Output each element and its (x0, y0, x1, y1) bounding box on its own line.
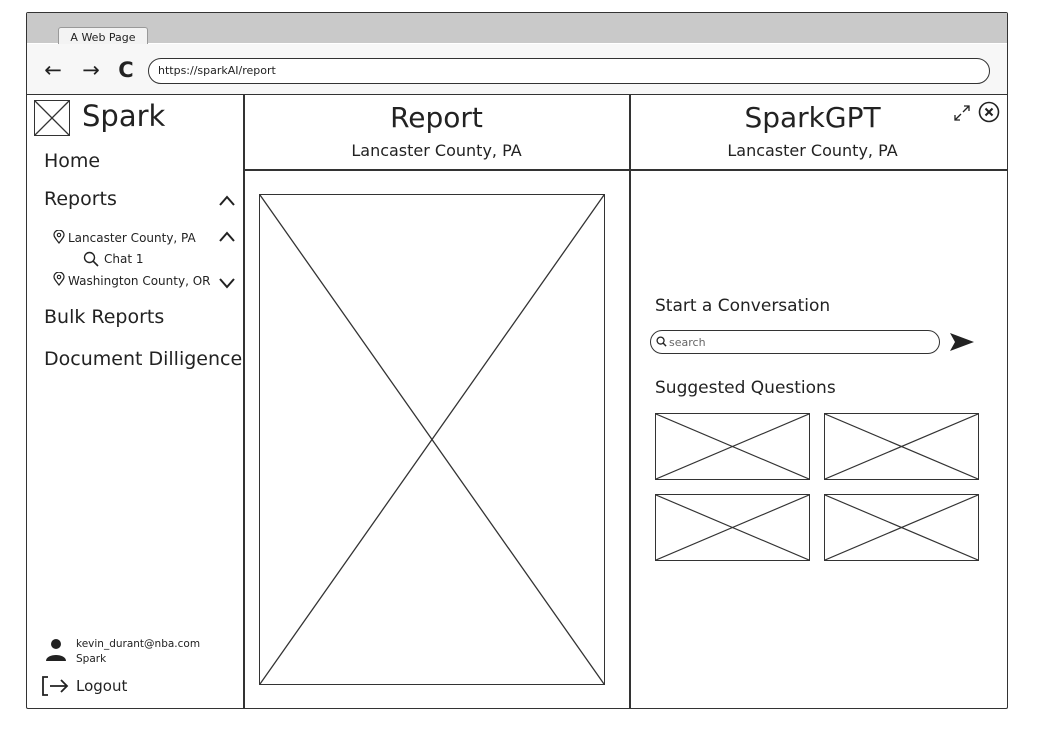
sidebar-divider (243, 94, 245, 709)
browser-window (26, 12, 1008, 709)
suggested-question-card[interactable] (824, 494, 979, 561)
search-field[interactable] (669, 333, 929, 351)
magnifier-icon (83, 251, 99, 267)
sidebar-item-bulk-reports[interactable]: Bulk Reports (44, 306, 165, 328)
chat-title: SparkGPT (744, 101, 881, 134)
chat-search-input[interactable] (650, 330, 940, 354)
logout-link[interactable]: Logout (76, 677, 128, 695)
chevron-down-icon[interactable] (218, 276, 236, 290)
chevron-up-icon[interactable] (218, 229, 236, 243)
chat-item[interactable]: Chat 1 (104, 252, 144, 266)
suggested-question-card[interactable] (655, 413, 810, 480)
location-pin-icon (53, 230, 65, 244)
logout-icon[interactable] (40, 675, 70, 697)
panel-divider (629, 94, 631, 709)
report-item-washington[interactable]: Washington County, OR (68, 274, 211, 288)
user-icon (46, 639, 66, 661)
suggested-question-card[interactable] (655, 494, 810, 561)
report-subtitle: Lancaster County, PA (351, 141, 522, 160)
suggested-questions-heading: Suggested Questions (655, 378, 836, 398)
magnifier-icon (656, 336, 667, 347)
sidebar-item-document-diligence[interactable]: Document Dilligence (44, 348, 243, 370)
report-content-placeholder (259, 194, 605, 685)
close-icon[interactable] (978, 101, 1000, 123)
user-org: Spark (76, 653, 107, 665)
chevron-up-icon[interactable] (218, 193, 236, 207)
send-icon[interactable] (948, 330, 976, 354)
report-item-lancaster[interactable]: Lancaster County, PA (68, 231, 196, 245)
start-conversation-heading: Start a Conversation (655, 296, 831, 316)
user-email: kevin_durant@nba.com (76, 638, 201, 650)
arrow-right-icon[interactable]: → (82, 58, 100, 82)
address-bar[interactable]: https://sparkAI/report (148, 58, 990, 84)
suggested-question-card[interactable] (824, 413, 979, 480)
brand-name: Spark (82, 99, 166, 133)
expand-icon[interactable] (953, 104, 971, 122)
image-placeholder-icon (34, 100, 70, 136)
location-pin-icon (53, 272, 65, 286)
chat-subtitle: Lancaster County, PA (727, 141, 898, 160)
sidebar-item-reports[interactable]: Reports (44, 188, 117, 210)
report-title: Report (390, 101, 483, 134)
header-divider (244, 169, 1007, 171)
tab-strip (27, 13, 1007, 43)
arrow-left-icon[interactable]: ← (44, 58, 62, 82)
reload-icon[interactable]: C (118, 58, 134, 82)
browser-tab[interactable]: A Web Page (58, 27, 148, 47)
sidebar-item-home[interactable]: Home (44, 150, 101, 172)
